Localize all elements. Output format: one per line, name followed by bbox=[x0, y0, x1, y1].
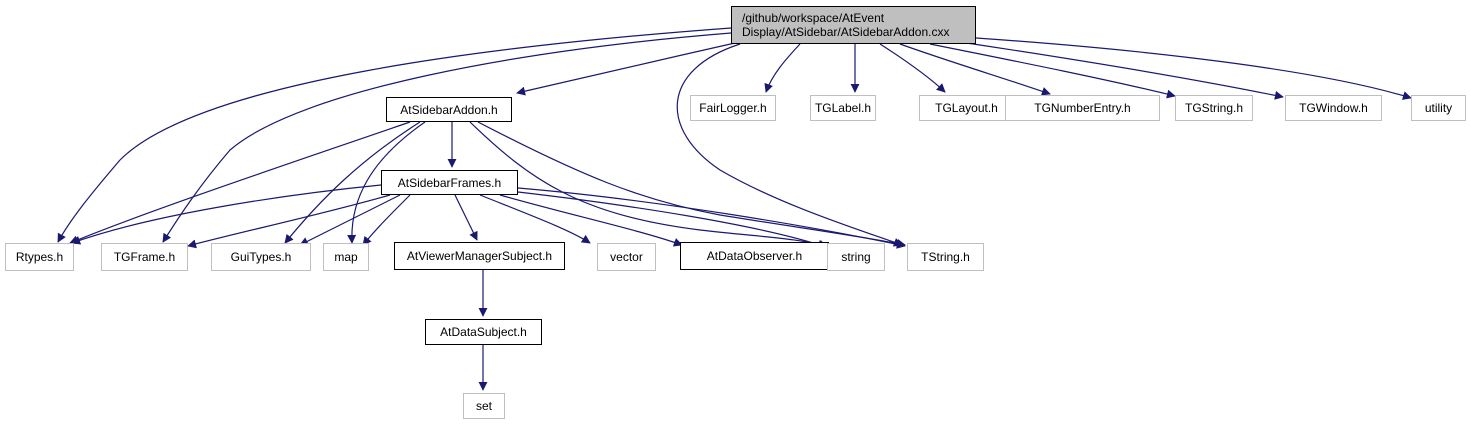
edge-atsidebarframes-to-tgframe bbox=[187, 194, 391, 249]
edge-atsidebarframes-to-rtypes bbox=[71, 184, 382, 245]
node-tstring-h: TString.h bbox=[907, 243, 984, 271]
edge-root-to-tstring bbox=[676, 43, 903, 247]
edge-atsidebarframes-to-atdataobserver bbox=[499, 194, 683, 247]
node-atdatasubject-h[interactable]: AtDataSubject.h bbox=[425, 319, 542, 345]
edges-layer bbox=[57, 27, 1412, 391]
node-vector: vector bbox=[597, 243, 656, 271]
node-utility: utility bbox=[1411, 95, 1466, 121]
node-atviewermanagersubject-h[interactable]: AtViewerManagerSubject.h bbox=[394, 242, 565, 270]
edge-atsidebarframes-to-tstring bbox=[517, 187, 906, 249]
edge-atsidebaraddon-to-rtypes bbox=[69, 121, 411, 245]
edge-atsidebarframes-to-guitypes bbox=[299, 194, 401, 246]
edge-atsidebaraddon-to-tstring bbox=[477, 121, 906, 248]
edge-atsidebaraddon-to-guitypes bbox=[284, 121, 421, 244]
edge-root-to-rtypes bbox=[57, 27, 732, 243]
edge-root-to-atsidebaraddon bbox=[516, 42, 736, 96]
edge-atsidebaraddon-to-string bbox=[469, 121, 828, 249]
root-label-line2: Display/AtSidebar/AtSidebarAddon.cxx bbox=[742, 25, 950, 39]
node-guitypes-h: GuiTypes.h bbox=[211, 243, 311, 271]
edge-atsidebarframes-to-map bbox=[362, 194, 411, 246]
root-label-line1: /github/workspace/AtEvent bbox=[742, 11, 885, 25]
edge-root-to-utility bbox=[975, 37, 1412, 100]
edge-atsidebaraddon-to-map bbox=[347, 121, 426, 244]
node-map: map bbox=[323, 243, 369, 271]
node-string: string bbox=[827, 243, 885, 271]
edge-atsidebarframes-to-atviewermanagersubject bbox=[454, 194, 478, 241]
node-set: set bbox=[463, 393, 505, 419]
node-tgstring-h: TGString.h bbox=[1175, 95, 1253, 121]
edge-root-to-tgnumberentry bbox=[899, 43, 1051, 96]
edge-atsidebarframes-to-string bbox=[517, 191, 827, 249]
node-tglayout-h: TGLayout.h bbox=[919, 95, 1014, 121]
node-tgwindow-h: TGWindow.h bbox=[1285, 95, 1382, 121]
node-fairlogger-h: FairLogger.h bbox=[690, 95, 776, 121]
edge-root-to-tgstring bbox=[929, 43, 1176, 99]
node-atdataobserver-h[interactable]: AtDataObserver.h bbox=[680, 242, 829, 270]
node-tgnumberentry-h: TGNumberEntry.h bbox=[1005, 95, 1160, 121]
node-rtypes-h: Rtypes.h bbox=[5, 243, 74, 271]
edge-root-to-tglayout bbox=[879, 43, 946, 93]
node-tgframe-h: TGFrame.h bbox=[101, 243, 188, 271]
edge-root-to-fairlogger bbox=[764, 43, 801, 93]
node-atsidebarframes-h[interactable]: AtSidebarFrames.h bbox=[381, 170, 518, 195]
edge-atsidebarframes-to-vector bbox=[479, 194, 591, 244]
node-tglabel-h: TGLabel.h bbox=[810, 95, 876, 121]
node-atsidebaraddon-h[interactable]: AtSidebarAddon.h bbox=[386, 97, 512, 122]
root-file-node: /github/workspace/AtEvent Display/AtSide… bbox=[731, 6, 976, 44]
edge-root-to-tgframe bbox=[162, 32, 732, 243]
edge-root-to-tgwindow bbox=[959, 41, 1284, 100]
